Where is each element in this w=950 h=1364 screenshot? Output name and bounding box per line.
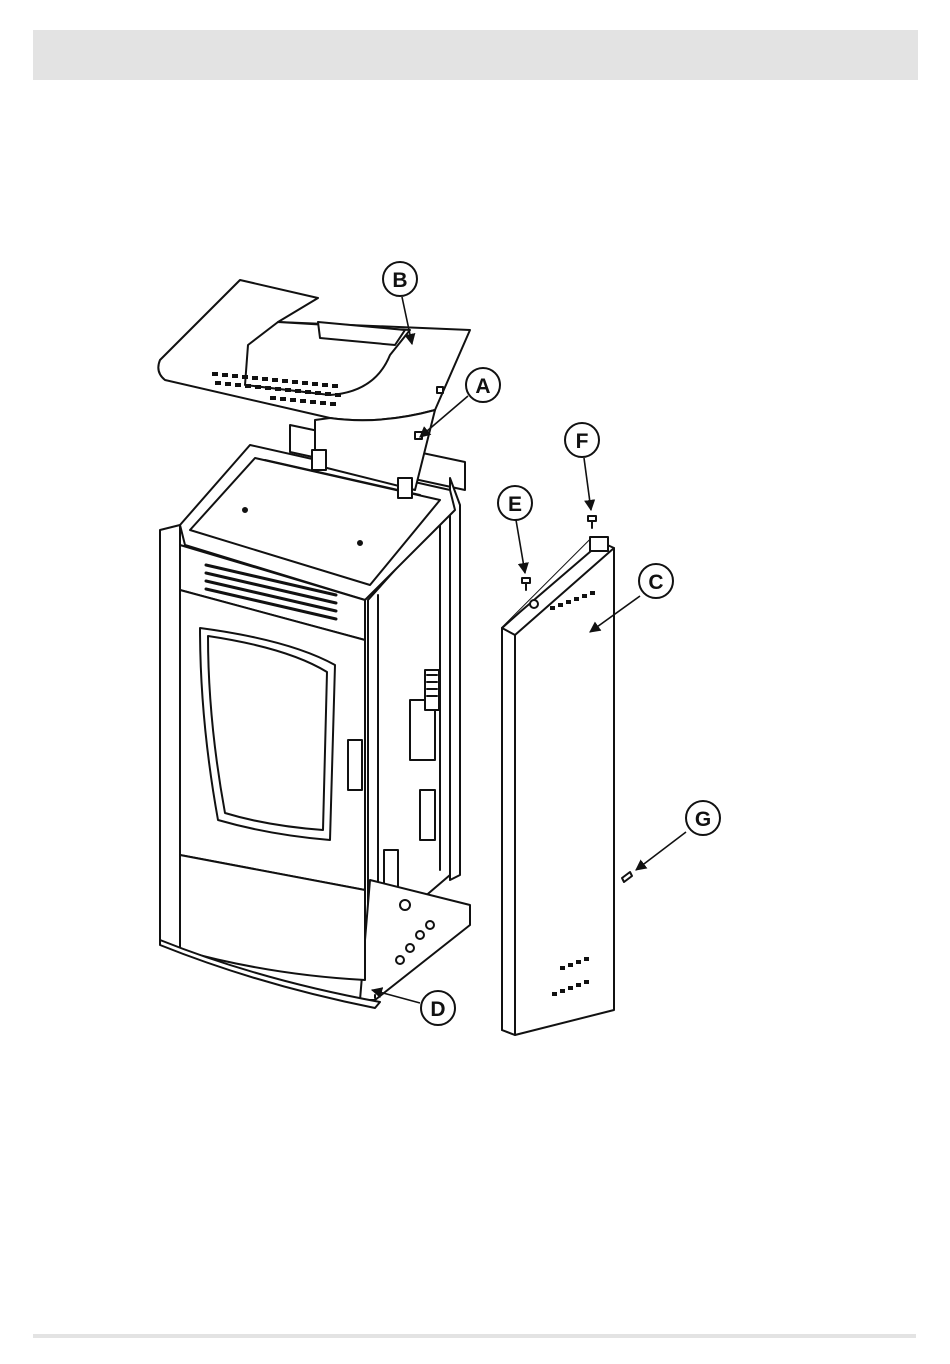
callout-c-label: C — [648, 571, 663, 594]
callout-a: A — [466, 368, 500, 402]
callout-b: B — [383, 262, 417, 296]
callout-g-label: G — [695, 808, 711, 831]
callout-f: F — [565, 423, 599, 457]
callout-g: G — [686, 801, 720, 835]
callout-c: C — [639, 564, 673, 598]
top-cover-panel — [158, 280, 470, 420]
callout-e-label: E — [508, 493, 522, 516]
callout-e: E — [498, 486, 532, 520]
side-panel — [502, 537, 614, 1035]
callout-b-label: B — [392, 269, 407, 292]
leader-g — [636, 832, 686, 870]
leader-e — [516, 520, 525, 573]
callout-d: D — [421, 991, 455, 1025]
stove-front — [160, 525, 380, 1008]
leader-f — [584, 458, 591, 510]
callout-d-label: D — [430, 998, 445, 1021]
screw-e — [522, 578, 530, 590]
screw-g — [622, 872, 632, 882]
footer-rule — [33, 1334, 916, 1338]
callout-f-label: F — [576, 430, 589, 453]
callout-a-label: A — [475, 375, 490, 398]
screw-f — [588, 516, 596, 528]
